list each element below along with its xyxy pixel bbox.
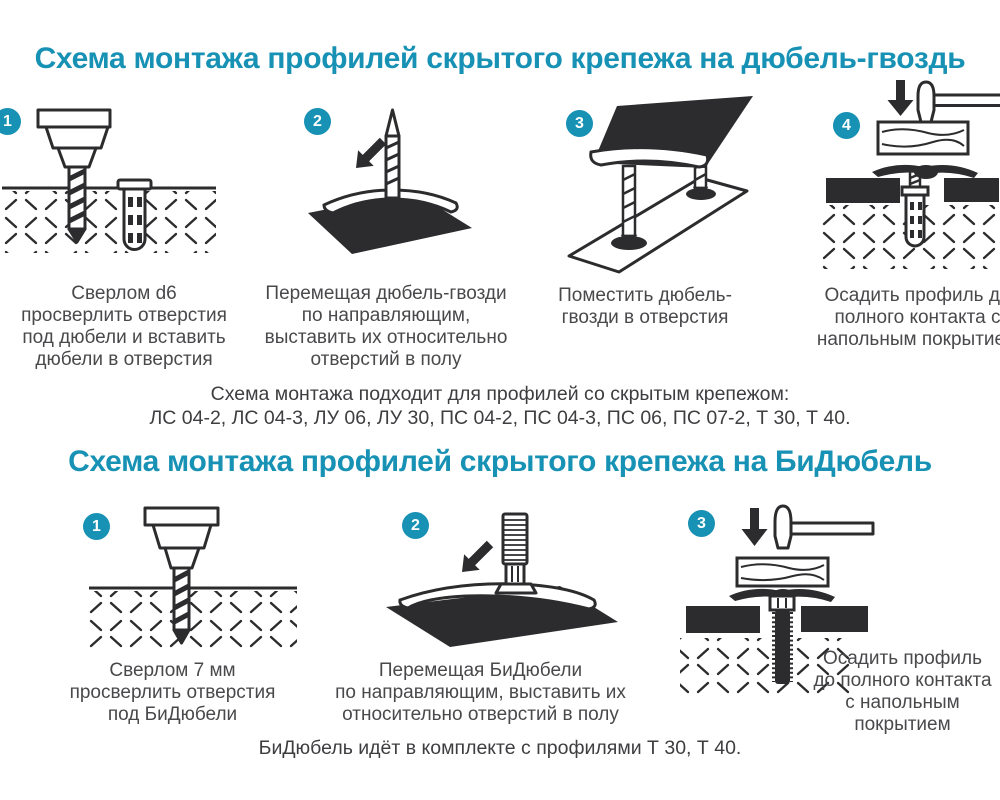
step4-caption: Осадить профиль до полного контакта с на…: [816, 285, 1000, 350]
step-badge-3: 3: [566, 110, 593, 137]
ground-hatch: [680, 638, 852, 694]
dowel-icon: [116, 178, 153, 251]
place-nails-into-holes-illustration: [567, 96, 753, 274]
step3-caption-b: Осадить профиль до полного контакта с на…: [813, 648, 992, 735]
step1-caption-b: Сверлом 7 мм просверлить отверстия под Б…: [69, 660, 276, 725]
drill-and-dowel-illustration: [2, 108, 216, 253]
floor-covering-right: [801, 606, 868, 632]
profile-hub: [914, 165, 938, 179]
screw-in-dowel-icon: [900, 169, 930, 248]
section2-note: БиДюбель идёт в комплекте с профилями Т …: [258, 737, 742, 759]
drill-into-floor-illustration: [89, 506, 297, 651]
dowel-nail-in-profile-illustration: [308, 108, 472, 254]
step-badge-2: 2: [304, 108, 331, 135]
floor-covering-right: [944, 178, 999, 202]
step3-caption: Поместить дюбель- гвозди в отверстия: [558, 285, 732, 328]
step-badge-1: 1: [0, 108, 21, 135]
floor-plate: [567, 176, 749, 274]
dowel-nail-icon: [384, 108, 401, 200]
ground-hatch: [89, 591, 297, 651]
section1-title: Схема монтажа профилей скрытого крепежа …: [34, 42, 966, 75]
wood-block-icon: [735, 556, 830, 588]
threaded-rod-icon: [768, 594, 796, 684]
profile-wing: [589, 146, 710, 169]
bidyubel-in-profile-illustration: [386, 512, 618, 647]
section1-note: Схема монтажа подходит для профилей со с…: [149, 383, 851, 429]
arrow-down-left-icon: [462, 540, 494, 572]
bidyubel-stud-icon: [494, 512, 538, 595]
drill-icon: [36, 108, 112, 244]
step-badge-4: 4: [833, 112, 860, 139]
step1-caption: Сверлом d6 просверлить отверстия под дюб…: [21, 283, 227, 370]
step-badge-b2: 2: [402, 512, 429, 539]
step2-caption-b: Перемещая БиДюбели по направляющим, выст…: [335, 660, 626, 725]
arrow-down-icon: [741, 508, 768, 546]
arrow-down-left-icon: [356, 137, 387, 168]
dowel-nail-front-icon: [620, 164, 638, 248]
ground-hatch: [2, 191, 216, 253]
floor-covering-left: [686, 606, 760, 633]
floor-covering-left: [826, 178, 900, 203]
arrow-down-icon: [887, 80, 914, 116]
step-badge-b1: 1: [83, 513, 110, 540]
hammer-seating-illustration: [820, 80, 1000, 269]
hammer-seating-bidyubel-illustration: [680, 504, 875, 694]
section2-title: Схема монтажа профилей скрытого крепежа …: [68, 445, 932, 478]
hammer-icon: [773, 504, 875, 550]
step2-caption: Перемещая дюбель-гвозди по направляющим,…: [264, 283, 508, 370]
step-badge-b3: 3: [688, 510, 715, 537]
wood-block-icon: [876, 120, 970, 156]
hammer-icon: [916, 80, 1000, 124]
drill-icon: [143, 506, 220, 645]
